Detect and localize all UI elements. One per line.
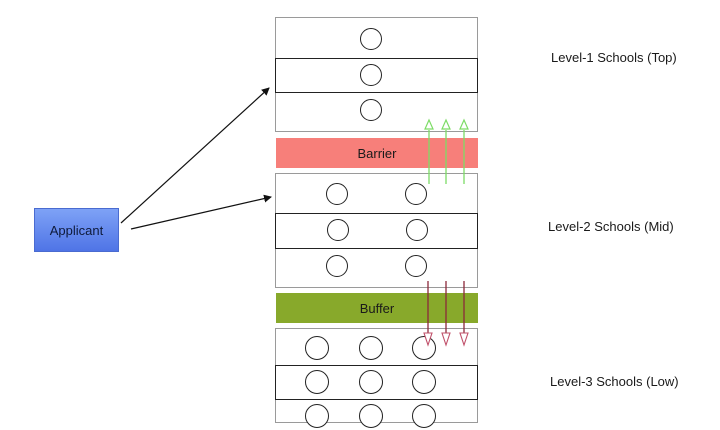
school-circle <box>360 64 382 86</box>
school-circle <box>412 336 436 360</box>
school-circle <box>405 255 427 277</box>
applicant-to-level-2-arrow <box>130 194 272 230</box>
level-3-label: Level-3 Schools (Low) <box>550 374 679 389</box>
level-2-row-middle <box>275 213 478 249</box>
up-arrow-head <box>441 118 451 130</box>
level-2-tier <box>275 173 478 288</box>
school-circle <box>412 370 436 394</box>
school-circle <box>405 183 427 205</box>
school-circle <box>326 183 348 205</box>
school-circle <box>359 336 383 360</box>
level-2-label: Level-2 Schools (Mid) <box>548 219 674 234</box>
level-1-row-bottom <box>276 93 477 131</box>
level-2-row-bottom <box>276 249 477 287</box>
barrier-label: Barrier <box>357 145 397 161</box>
downward-mobility-arrows <box>423 281 469 347</box>
down-arrow-head <box>423 332 433 347</box>
level-1-label: Level-1 Schools (Top) <box>551 50 677 65</box>
school-circle <box>360 99 382 121</box>
level-2-row-top <box>276 174 477 213</box>
up-arrow-head <box>424 118 434 130</box>
arrows-overlay <box>120 87 469 347</box>
school-circle <box>326 255 348 277</box>
down-arrow-head <box>459 332 469 347</box>
school-circle <box>406 219 428 241</box>
up-arrow-head <box>459 118 469 130</box>
level-3-row-middle <box>275 365 478 400</box>
level-1-row-top <box>276 18 477 58</box>
level-3-row-top <box>276 329 477 365</box>
buffer-label: Buffer <box>359 300 395 316</box>
applicant-to-level-1-arrow <box>120 87 270 224</box>
level-1-tier <box>275 17 478 132</box>
school-circle <box>359 370 383 394</box>
down-arrow-head <box>441 332 451 347</box>
applicant-label: Applicant <box>49 222 104 238</box>
upward-mobility-arrows <box>424 118 469 184</box>
applicant-box: Applicant <box>34 208 119 252</box>
school-circle <box>360 28 382 50</box>
school-circle <box>305 370 329 394</box>
buffer-band: Buffer <box>276 293 478 323</box>
school-circle <box>327 219 349 241</box>
level-1-row-middle <box>275 58 478 93</box>
school-circle <box>305 336 329 360</box>
barrier-band: Barrier <box>276 138 478 168</box>
